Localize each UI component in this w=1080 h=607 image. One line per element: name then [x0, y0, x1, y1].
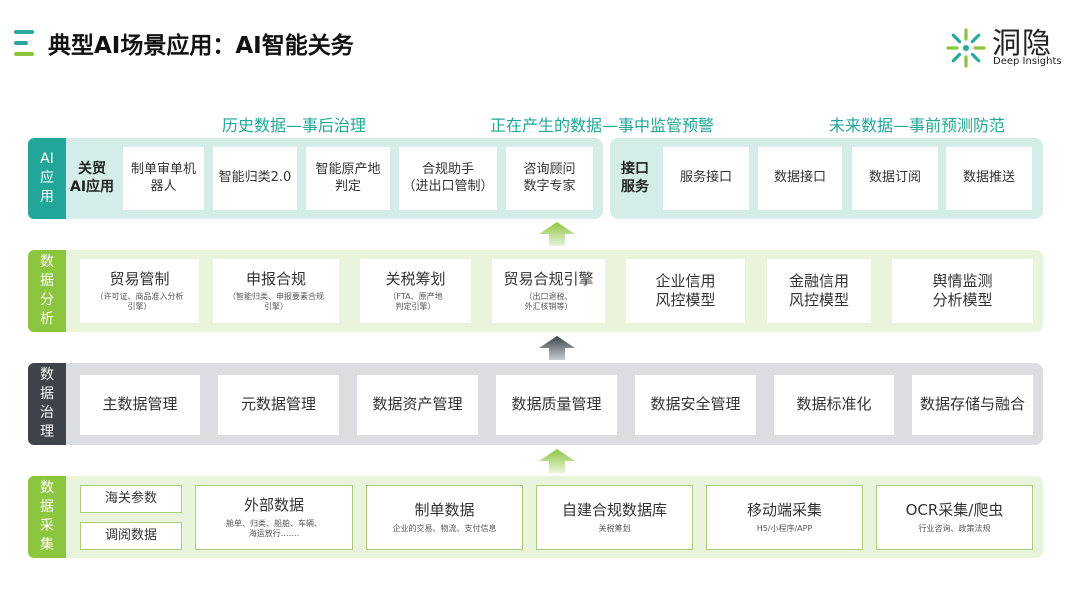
up-arrow-icon: [539, 336, 575, 360]
card-title: 元数据管理: [240, 395, 316, 414]
collection-card: 制单数据企业的交易、物流、支付信息: [366, 485, 523, 550]
logo-icon: [946, 28, 986, 68]
ai-app-card: 智能归类2.0: [213, 147, 297, 210]
card-title: 海关参数: [104, 490, 157, 506]
interface-card: 服务接口: [663, 147, 749, 210]
card-title: 数据订阅: [868, 170, 921, 186]
analysis-card: 舆情监测 分析模型: [892, 259, 1033, 323]
governance-card: 数据安全管理: [635, 375, 756, 435]
governance-card: 主数据管理: [80, 375, 200, 435]
collection-layer-label: 数 据 采 集: [28, 476, 66, 558]
card-title: OCR采集/爬虫: [905, 501, 1004, 520]
analysis-card: 关税筹划 （FTA、原产地 判定引擎）: [360, 259, 471, 323]
collection-small-card: 海关参数: [80, 485, 182, 513]
logo-name: 洞隐: [992, 26, 1053, 60]
collection-card: 外部数据舱单、归类、船舶、车辆、 海运放行…….: [195, 485, 353, 550]
interface-group-title: 接口 服务: [621, 161, 649, 195]
governance-card: 数据资产管理: [357, 375, 478, 435]
card-subtitle: H5/小程序/APP: [756, 523, 813, 533]
card-subtitle: 关税筹划: [598, 523, 631, 533]
collection-small-card: 调阅数据: [80, 522, 182, 550]
section-heading-historical: 历史数据—事后治理: [222, 116, 367, 135]
governance-layer-label: 数 据 治 理: [28, 363, 66, 445]
card-title: 调阅数据: [104, 527, 157, 543]
card-title: 咨询顾问 数字专家: [523, 161, 576, 194]
card-subtitle: 企业的交易、物流、支付信息: [392, 523, 497, 533]
card-title: 金融信用 风控模型: [788, 271, 849, 310]
card-title: 制单数据: [414, 501, 475, 520]
governance-card: 数据存储与融合: [912, 375, 1033, 435]
card-subtitle: （智能归类、申报要素合规 引擎）: [228, 292, 324, 312]
ai-layer-label: AI 应 用: [28, 138, 66, 219]
card-subtitle: 行业咨询、政策法规: [918, 523, 991, 533]
card-title: 数据标准化: [796, 395, 872, 414]
governance-card: 数据质量管理: [496, 375, 617, 435]
logo-subtitle: Deep Insights: [993, 56, 1062, 67]
collection-card: 移动端采集 H5/小程序/APP: [706, 485, 863, 550]
governance-card: 数据标准化: [774, 375, 894, 435]
interface-card: 数据推送: [946, 147, 1032, 210]
card-title: 制单审单机 器人: [130, 161, 196, 194]
analysis-card: 贸易合规引擎 （出口退税、 外汇核销等）: [492, 259, 605, 323]
card-title: 智能原产地 判定: [315, 161, 381, 194]
card-title: 贸易合规引擎: [503, 269, 594, 288]
card-title: 数据接口: [773, 170, 826, 186]
section-heading-current: 正在产生的数据—事中监管预警: [490, 116, 715, 135]
card-subtitle: （许可证、商品准入分析 引擎）: [95, 292, 184, 312]
card-title: 数据质量管理: [511, 395, 602, 414]
ai-app-card: 制单审单机 器人: [123, 147, 204, 210]
up-arrow-icon: [539, 449, 575, 473]
card-subtitle: （出口退税、 外汇核销等）: [524, 292, 573, 312]
card-title: 移动端采集: [746, 501, 822, 520]
card-title: 申报合规: [245, 269, 306, 288]
card-title: 自建合规数据库: [561, 501, 667, 520]
ai-app-card: 咨询顾问 数字专家: [506, 147, 593, 210]
card-title: 合规助手 （进出口管制）: [402, 161, 494, 194]
card-title: 数据存储与融合: [919, 395, 1025, 414]
analysis-layer-label: 数 据 分 析: [28, 250, 66, 332]
title-decoration: [14, 30, 34, 58]
ai-app-card: 智能原产地 判定: [306, 147, 390, 210]
interface-card: 数据接口: [758, 147, 842, 210]
ai-app-card: 合规助手 （进出口管制）: [399, 147, 497, 210]
up-arrow-icon: [539, 222, 575, 246]
page-title: 典型AI场景应用：AI智能关务: [48, 33, 354, 59]
analysis-card: 贸易管制 （许可证、商品准入分析 引擎）: [80, 259, 199, 323]
collection-card: 自建合规数据库关税筹划: [536, 485, 693, 550]
governance-card: 元数据管理: [218, 375, 339, 435]
analysis-card: 企业信用 风控模型: [626, 259, 745, 323]
collection-card: OCR采集/爬虫行业咨询、政策法规: [876, 485, 1033, 550]
card-title: 舆情监测 分析模型: [932, 271, 993, 310]
card-title: 企业信用 风控模型: [655, 271, 716, 310]
section-heading-future: 未来数据—事前预测防范: [829, 116, 1006, 135]
card-title: 关税筹划: [385, 269, 446, 288]
interface-card: 数据订阅: [852, 147, 938, 210]
analysis-card: 金融信用 风控模型: [767, 259, 871, 323]
card-title: 数据安全管理: [650, 395, 741, 414]
card-title: 数据推送: [962, 170, 1015, 186]
card-title: 智能归类2.0: [218, 170, 292, 186]
card-title: 外部数据: [243, 496, 304, 515]
card-subtitle: （FTA、原产地 判定引擎）: [388, 292, 443, 312]
card-title: 主数据管理: [102, 395, 178, 414]
card-title: 数据资产管理: [372, 395, 463, 414]
ai-group-title: 关贸 AI应用: [70, 161, 115, 195]
card-title: 贸易管制: [109, 269, 170, 288]
card-title: 服务接口: [679, 170, 732, 186]
analysis-card: 申报合规 （智能归类、申报要素合规 引擎）: [213, 259, 339, 323]
card-subtitle: 舱单、归类、船舶、车辆、 海运放行…….: [226, 518, 322, 538]
